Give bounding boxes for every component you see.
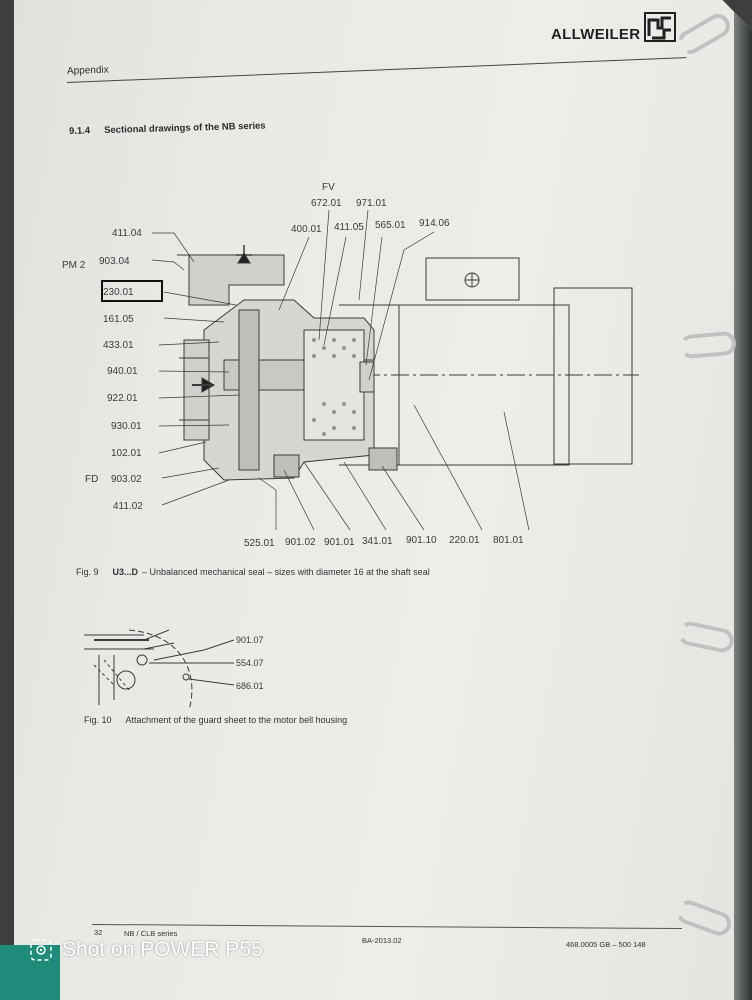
label-fv: FV	[322, 182, 335, 193]
background-teal-object	[0, 945, 60, 1000]
footer-rule	[92, 923, 682, 930]
label-411-04: 411.04	[112, 228, 142, 239]
footer-code: 468.0005 GB – 500 148	[566, 940, 646, 949]
footer-doc: BA-2013.02	[362, 936, 402, 945]
label-525-01: 525.01	[244, 538, 275, 549]
brand-name: ALLWEILER	[551, 26, 641, 43]
label-903-04: 903.04	[99, 256, 130, 267]
fig9-caption: Fig. 9 U3...D– Unbalanced mechanical seal…	[76, 567, 430, 577]
fig10-caption: Fig. 10 Attachment of the guard sheet to …	[84, 715, 347, 725]
label-565-01: 565.01	[375, 220, 406, 231]
watermark-text: Shot on POWER P55	[62, 938, 263, 961]
label-901-07: 901.07	[236, 635, 264, 645]
impeller	[238, 309, 260, 471]
label-914-06: 914.06	[419, 218, 450, 229]
label-220-01: 220.01	[449, 535, 480, 546]
fig10-caption-text: Attachment of the guard sheet to the mot…	[125, 715, 348, 725]
label-433-01: 433.01	[103, 340, 134, 351]
label-940-01: 940.01	[107, 366, 138, 377]
motor-end-cap	[553, 287, 633, 465]
label-971-01: 971.01	[356, 198, 387, 209]
label-930-01: 930.01	[111, 421, 142, 432]
label-901-10: 901.10	[406, 535, 437, 546]
footer-series: NB / CLB series	[124, 929, 178, 938]
label-fd: FD	[85, 474, 98, 485]
label-411-05: 411.05	[334, 222, 364, 233]
label-672-01: 672.01	[311, 198, 342, 209]
label-686-01: 686.01	[236, 681, 264, 691]
label-102-01: 102.01	[111, 448, 142, 459]
label-161-05: 161.05	[103, 314, 134, 325]
camera-watermark: Shot on POWER P55	[30, 938, 263, 962]
label-801-01: 801.01	[493, 535, 524, 546]
fig10-caption-number: Fig. 10	[84, 715, 112, 725]
sectional-drawing-fig9: FV 672.01 971.01 400.01 411.05 565.01 91…	[62, 182, 639, 549]
label-411-02: 411.02	[113, 501, 143, 512]
screw-icon	[136, 654, 148, 666]
fig9-caption-number: Fig. 9	[76, 567, 99, 577]
terminal-box	[425, 257, 520, 301]
guard-sheet-drawing-fig10: 901.07 554.07 686.01	[84, 629, 264, 710]
discharge-flange	[177, 254, 285, 306]
footer-page: 32	[94, 928, 103, 937]
motor-housing	[398, 304, 570, 466]
allweiler-logo-icon	[644, 12, 676, 42]
label-901-01: 901.01	[324, 537, 355, 548]
flow-arrow-up-icon	[237, 252, 251, 264]
fig9-caption-text: – Unbalanced mechanical seal – sizes wit…	[142, 567, 430, 577]
highlight-box	[101, 280, 163, 302]
label-pm2: PM 2	[62, 260, 86, 271]
label-230-01: 230.01	[103, 287, 134, 298]
label-901-02: 901.02	[285, 537, 316, 548]
label-922-01: 922.01	[107, 393, 138, 404]
label-341-01: 341.01	[362, 536, 393, 547]
page-edge-shadow	[734, 0, 752, 1000]
label-400-01: 400.01	[291, 224, 322, 235]
fig9-caption-code: U3...D	[112, 567, 139, 577]
label-903-02: 903.02	[111, 474, 142, 485]
label-554-07: 554.07	[236, 658, 264, 668]
camera-lens-icon	[30, 939, 52, 961]
